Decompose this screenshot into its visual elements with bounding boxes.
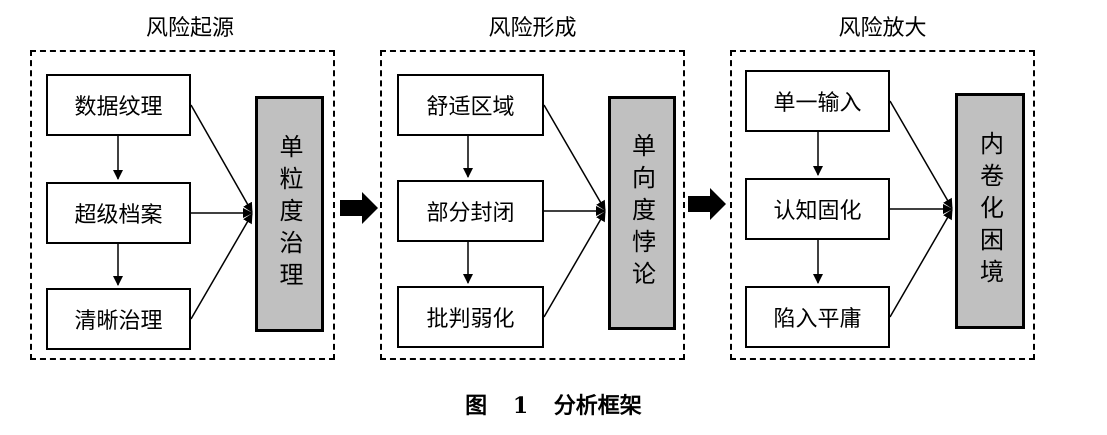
box-single-input: 单一输入 bbox=[745, 70, 890, 132]
panel-formation-frame bbox=[380, 50, 685, 360]
panel-amplification-frame bbox=[730, 50, 1035, 360]
box-partial-closure: 部分封闭 bbox=[397, 180, 544, 242]
panel-title-amplification: 风险放大 bbox=[838, 16, 927, 41]
box-comfort-zone: 舒适区域 bbox=[397, 74, 544, 136]
box-data-texture: 数据纹理 bbox=[46, 74, 191, 136]
block-arrow-1-to-2 bbox=[340, 192, 378, 224]
arrow-converge bbox=[543, 104, 606, 211]
arrow-converge bbox=[190, 104, 253, 213]
result-unidirectional-paradox: 单向度悖论 bbox=[608, 96, 676, 330]
box-clear-governance: 清晰治理 bbox=[46, 288, 191, 350]
panel-title-origin: 风险起源 bbox=[145, 16, 234, 41]
arrow-converge bbox=[543, 211, 606, 318]
block-arrow-2-to-3 bbox=[688, 188, 726, 220]
box-cognitive-solidification: 认知固化 bbox=[745, 178, 890, 240]
arrow-converge bbox=[190, 213, 253, 320]
result-single-granularity: 单粒度治理 bbox=[255, 96, 324, 332]
panel-title-formation: 风险形成 bbox=[488, 16, 577, 41]
box-super-archive: 超级档案 bbox=[46, 182, 191, 244]
result-involution-dilemma: 内卷化困境 bbox=[955, 93, 1025, 329]
arrow-converge bbox=[889, 100, 953, 209]
box-fall-into-mediocrity: 陷入平庸 bbox=[745, 286, 890, 348]
result-label: 单粒度治理 bbox=[275, 134, 303, 294]
panel-origin-frame bbox=[30, 50, 335, 360]
result-label: 内卷化困境 bbox=[975, 131, 1004, 291]
figure-caption: 图 1 分析框架 bbox=[465, 393, 642, 419]
box-critical-weakening: 批判弱化 bbox=[397, 286, 544, 348]
result-label: 单向度悖论 bbox=[627, 133, 656, 293]
arrow-converge bbox=[889, 209, 953, 318]
